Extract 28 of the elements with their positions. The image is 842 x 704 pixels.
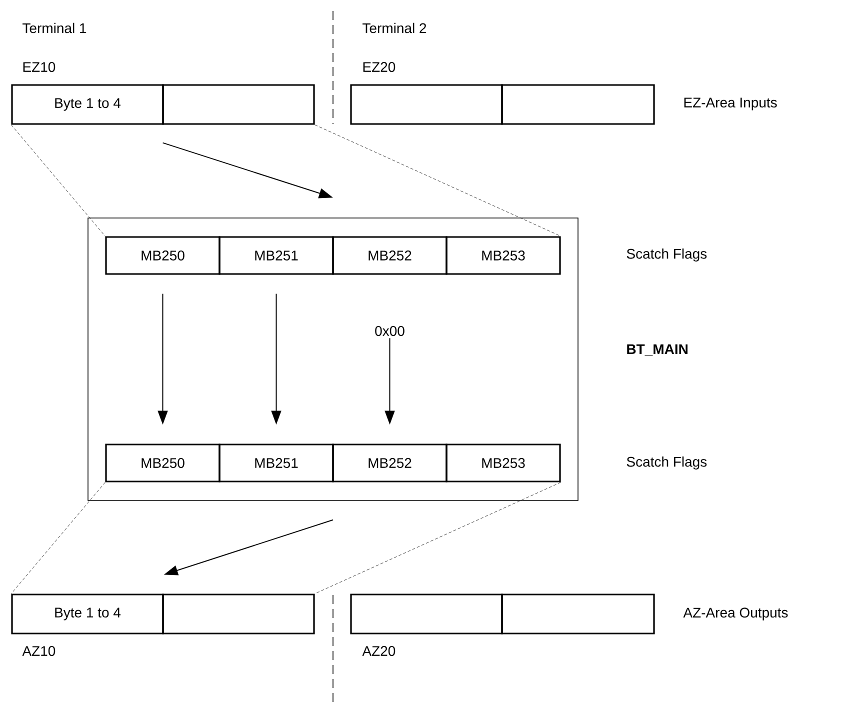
register-cell: Byte 1 to 4 [11,594,164,634]
leader-line [314,124,561,236]
register-cell [162,84,315,125]
flag-cell: MB253 [446,236,561,275]
register-cell [501,84,655,125]
flag-cell: MB252 [332,444,448,482]
program-name: BT_MAIN [627,344,688,356]
value-text: 0x00 [375,326,404,336]
flag-cell: MB252 [332,236,448,275]
register-cell [350,84,503,125]
flag-cell: MB250 [105,236,220,275]
leader-line [314,482,561,594]
register-cell: Byte 1 to 4 [11,84,164,125]
flag-cell: MB250 [105,444,220,482]
register-cell [162,594,315,634]
flag-cell: MB251 [218,236,334,275]
label-text: Terminal 1 [22,22,86,34]
label-text: Terminal 2 [362,22,426,34]
label-text: Scatch Flags [626,248,707,262]
flag-cell: MB253 [446,444,561,482]
label-text: Scatch Flags [626,456,707,470]
label-text: EZ10 [23,62,56,72]
flag-cell: MB251 [218,444,334,482]
program-frame [88,218,578,501]
register-cell [501,594,655,634]
leader-line [11,124,106,236]
register-cell [350,594,503,634]
leader-line [11,482,106,594]
